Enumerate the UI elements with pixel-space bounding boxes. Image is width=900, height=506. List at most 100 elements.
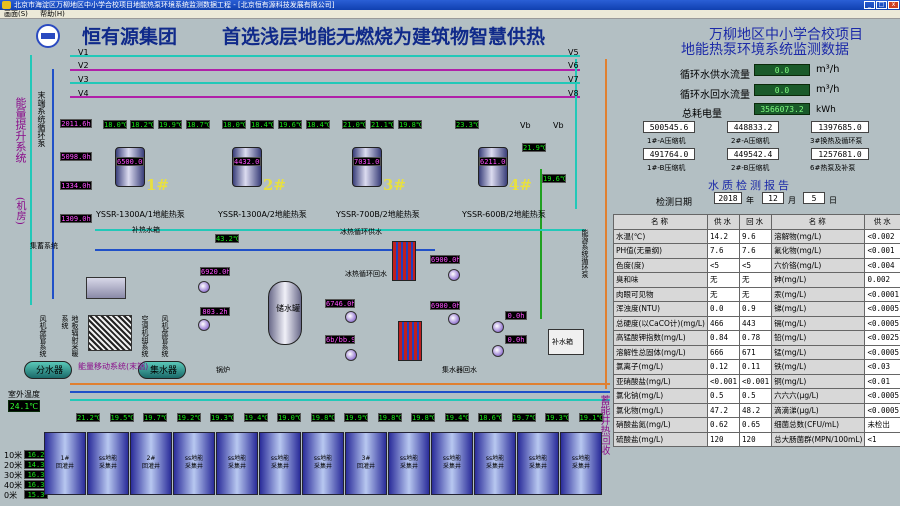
gathering-label: 集蓄系统 [30,242,58,250]
pipe-bottom-blue [70,391,610,393]
valve-v5: V5 [568,48,579,57]
geothermal-well[interactable]: 1# 回灌井 [44,432,86,495]
item-name-cell: 肉眼可见物 [613,286,708,302]
pump-icon[interactable] [198,319,210,331]
pump-icon[interactable] [448,269,460,281]
geothermal-well[interactable]: ss地能 采集井 [259,432,301,495]
heat-pump-2[interactable] [232,147,262,187]
heat-exchanger-2[interactable] [398,321,422,361]
valve-v1: V1 [78,48,89,57]
well-label: ss地能 采集井 [270,455,290,470]
col-name-1: 名称 [613,214,708,230]
pump-icon[interactable] [198,281,210,293]
geothermal-well[interactable]: ss地能 采集井 [560,432,602,495]
transfer-label: 能量移动系统(末端) [78,362,149,371]
pump-icon[interactable] [345,349,357,361]
geothermal-well[interactable]: ss地能 采集井 [517,432,559,495]
hot-ring-label: 冰热循环供水 [340,228,382,236]
makeup-tank[interactable] [548,329,584,355]
close-button[interactable]: x [888,1,899,9]
heat-pump-4[interactable] [478,147,508,187]
valve-v8: V8 [568,89,579,98]
geothermal-well[interactable]: ss地能 采集井 [302,432,344,495]
heat-pump-4-model: YSSR-600B/2地能热泵 [462,210,546,219]
value-cell: 47.2 [706,402,741,418]
storage-tank[interactable] [268,281,302,345]
geothermal-well[interactable]: ss地能 采集井 [216,432,258,495]
heat-pump-3[interactable] [352,147,382,187]
value-cell: 0.11 [739,359,773,375]
geothermal-well[interactable]: 2# 回灌井 [130,432,172,495]
item-name-cell: 水温(℃) [613,228,708,244]
water-quality-table: 名称 供水 回水 名称 供水 回水 水温(℃)14.29.6溶解物(mg/L)<… [613,214,900,447]
value-cell: 7.6 [706,243,741,259]
maximize-button[interactable]: □ [876,1,887,9]
heat-pump-1[interactable] [115,147,145,187]
value-cell: 671 [739,344,773,360]
energy-lift-label: 能量提升系统 [14,97,27,163]
menu-bar: 画面(S) 帮助(H) [0,10,900,19]
value-cell: 未检出 [864,417,900,433]
menu-screen[interactable]: 画面(S) [4,10,28,18]
top-led-9: 21.0℃ [342,120,366,129]
menu-help[interactable]: 帮助(H) [40,10,65,18]
geothermal-well[interactable]: ss地能 采集井 [173,432,215,495]
value-cell: 0.65 [739,417,773,433]
value-cell: <5 [739,257,773,273]
pump-icon[interactable] [448,313,460,325]
pump-icon[interactable] [492,321,504,333]
report-day[interactable]: 5 [803,192,825,204]
air-handling-unit[interactable] [86,277,126,299]
distributor-tank[interactable] [24,361,72,379]
well-label: ss地能 采集井 [485,455,505,470]
makeup-tank-label: 补水箱 [552,338,573,346]
well-temp-led: 19.8℃ [411,413,435,422]
report-month[interactable]: 12 [762,192,784,204]
pipe-left-a [30,55,32,305]
monitor-canvas: 恒有源集团 首选浅层地能无燃烧为建筑物智慧供热 万柳地区中小学合校项目 地能热泵… [0,19,900,506]
value-cell: 0.5 [739,388,773,404]
item-name-cell: 六六六(µg/L) [771,388,866,404]
mid-led-1: 43.2℃ [215,234,239,243]
geothermal-well[interactable]: ss地能 采集井 [474,432,516,495]
geothermal-well[interactable]: ss地能 采集井 [87,432,129,495]
heat-exchanger-1[interactable] [392,241,416,281]
item-name-cell: 镉(mg/L) [771,315,866,331]
value-cell: 0.78 [739,330,773,346]
heat-pump-3-model: YSSR-700B/2地能热泵 [336,210,420,219]
well-label: ss地能 采集井 [571,455,591,470]
well-temp-led: 19.2℃ [176,413,201,422]
meter-6-value: 1257681.0 [811,148,869,160]
value-cell: <0.001 [864,243,900,259]
well-temp-led: 21.2℃ [76,413,100,422]
value-cell: <0.0005 [864,388,900,404]
meter-2a-value: 448833.2 [727,121,779,133]
project-title-1: 万柳地区中小学合校项目 [709,27,863,43]
value-cell: <0.001 [739,373,773,389]
geothermal-well[interactable]: 3# 回灌井 [345,432,387,495]
power-value: 3566073.2 [754,103,810,115]
item-name-cell: 六价铬(mg/L) [771,257,866,273]
report-day-unit: 日 [829,196,837,205]
item-name-cell: 硫酸盐(mg/L) [613,431,708,447]
geothermal-well[interactable]: ss地能 采集井 [388,432,430,495]
geothermal-well[interactable]: ss地能 采集井 [431,432,473,495]
value-cell: <1 [864,431,900,447]
report-year[interactable]: 2018 [714,192,742,204]
minimize-button[interactable]: _ [864,1,875,9]
item-name-cell: 色度(度) [613,257,708,273]
top-led-6: 18.4℃ [250,120,274,129]
boiler-label: 锅炉 [216,366,230,374]
pump-icon[interactable] [492,345,504,357]
valve-vb-1: Vb [520,121,531,130]
value-cell: 14.2 [706,228,741,244]
company-logo [36,24,60,48]
value-cell: 120 [739,431,773,447]
window-title: 北京市海淀区万柳地区中小学合校项目地能热泵环境系统监测数据工程 - [北京恒有源… [14,1,335,9]
well-label: ss地能 采集井 [227,455,247,470]
pump-icon[interactable] [345,311,357,323]
value-cell: 无 [739,272,773,288]
collector-tank[interactable] [138,361,186,379]
